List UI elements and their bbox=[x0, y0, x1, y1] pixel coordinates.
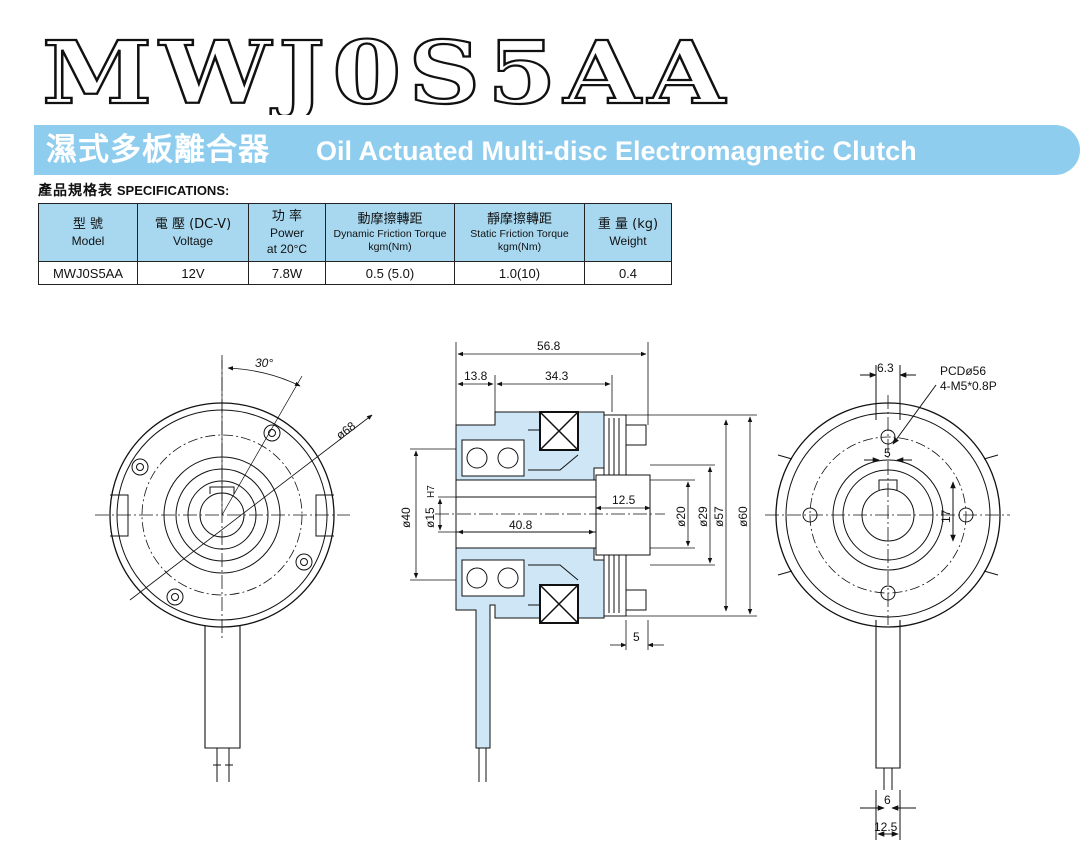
key-depth-label: 17 bbox=[939, 509, 953, 523]
spec-header-row: 型 號 Model 電 壓 (DC-V) Voltage 功 率 Power a… bbox=[38, 203, 672, 262]
dia-20-label: ø20 bbox=[674, 506, 688, 527]
fit-h7-label: H7 bbox=[426, 485, 437, 498]
spec-data-row: MWJ0S5AA 12V 7.8W 0.5 (5.0) 1.0(10) 0.4 bbox=[38, 261, 672, 285]
dim-34-3: 34.3 bbox=[545, 369, 569, 383]
front-diameter-label: ø68 bbox=[333, 419, 358, 443]
cell-dynamic-torque: 0.5 (5.0) bbox=[325, 261, 455, 285]
model-title-graphic: MWJ0S5AA bbox=[41, 22, 732, 115]
col-dynamic-torque: 動摩擦轉距 Dynamic Friction Torque kgm(Nm) bbox=[325, 203, 455, 262]
cell-static-torque: 1.0(10) bbox=[454, 261, 585, 285]
banner-title-en: Oil Actuated Multi-disc Electromagnetic … bbox=[316, 136, 917, 166]
spec-table: 型 號 Model 電 壓 (DC-V) Voltage 功 率 Power a… bbox=[38, 203, 672, 285]
keyway-width-label: 5 bbox=[884, 446, 891, 460]
rear-view bbox=[765, 365, 1010, 840]
section-view bbox=[435, 411, 665, 782]
cell-power: 7.8W bbox=[248, 261, 326, 285]
pcd-label: PCDø56 bbox=[940, 364, 986, 378]
thread-label: 4-M5*0.8P bbox=[940, 379, 997, 393]
dim-overall-length: 56.8 bbox=[537, 339, 561, 353]
cell-voltage: 12V bbox=[137, 261, 249, 285]
dim-12-5: 12.5 bbox=[612, 493, 636, 507]
product-banner: 濕式多板離合器 Oil Actuated Multi-disc Electrom… bbox=[34, 125, 1080, 175]
dim-40-8: 40.8 bbox=[509, 518, 533, 532]
front-angle-label: 30° bbox=[255, 356, 273, 370]
model-title: MWJ0S5AA bbox=[42, 23, 732, 115]
banner-title-zh: 濕式多板離合器 bbox=[46, 132, 270, 168]
dia-57-label: ø57 bbox=[712, 506, 726, 527]
lead-12-5-label: 12.5 bbox=[874, 820, 898, 834]
dia-15-label: ø15 bbox=[423, 507, 437, 528]
spec-heading-en: SPECIFICATIONS: bbox=[116, 183, 230, 198]
dia-40-label: ø40 bbox=[399, 507, 413, 528]
dim-13-8: 13.8 bbox=[464, 369, 488, 383]
col-weight: 重 量 (kg) Weight bbox=[584, 203, 672, 262]
front-view bbox=[95, 355, 373, 782]
spec-heading: 產品規格表 SPECIFICATIONS: bbox=[38, 181, 229, 200]
cell-weight: 0.4 bbox=[584, 261, 672, 285]
col-power: 功 率 Power at 20°C bbox=[248, 203, 326, 262]
spec-heading-zh: 產品規格表 bbox=[38, 183, 113, 199]
lead-6-label: 6 bbox=[884, 793, 891, 807]
col-model: 型 號 Model bbox=[38, 203, 138, 262]
col-voltage: 電 壓 (DC-V) Voltage bbox=[137, 203, 249, 262]
cell-model: MWJ0S5AA bbox=[38, 261, 138, 285]
dim-6-3: 6.3 bbox=[877, 361, 894, 375]
dia-60-label: ø60 bbox=[736, 506, 750, 527]
section-dimensions bbox=[410, 342, 757, 650]
dim-5: 5 bbox=[633, 630, 640, 644]
dia-29-label: ø29 bbox=[696, 506, 710, 527]
